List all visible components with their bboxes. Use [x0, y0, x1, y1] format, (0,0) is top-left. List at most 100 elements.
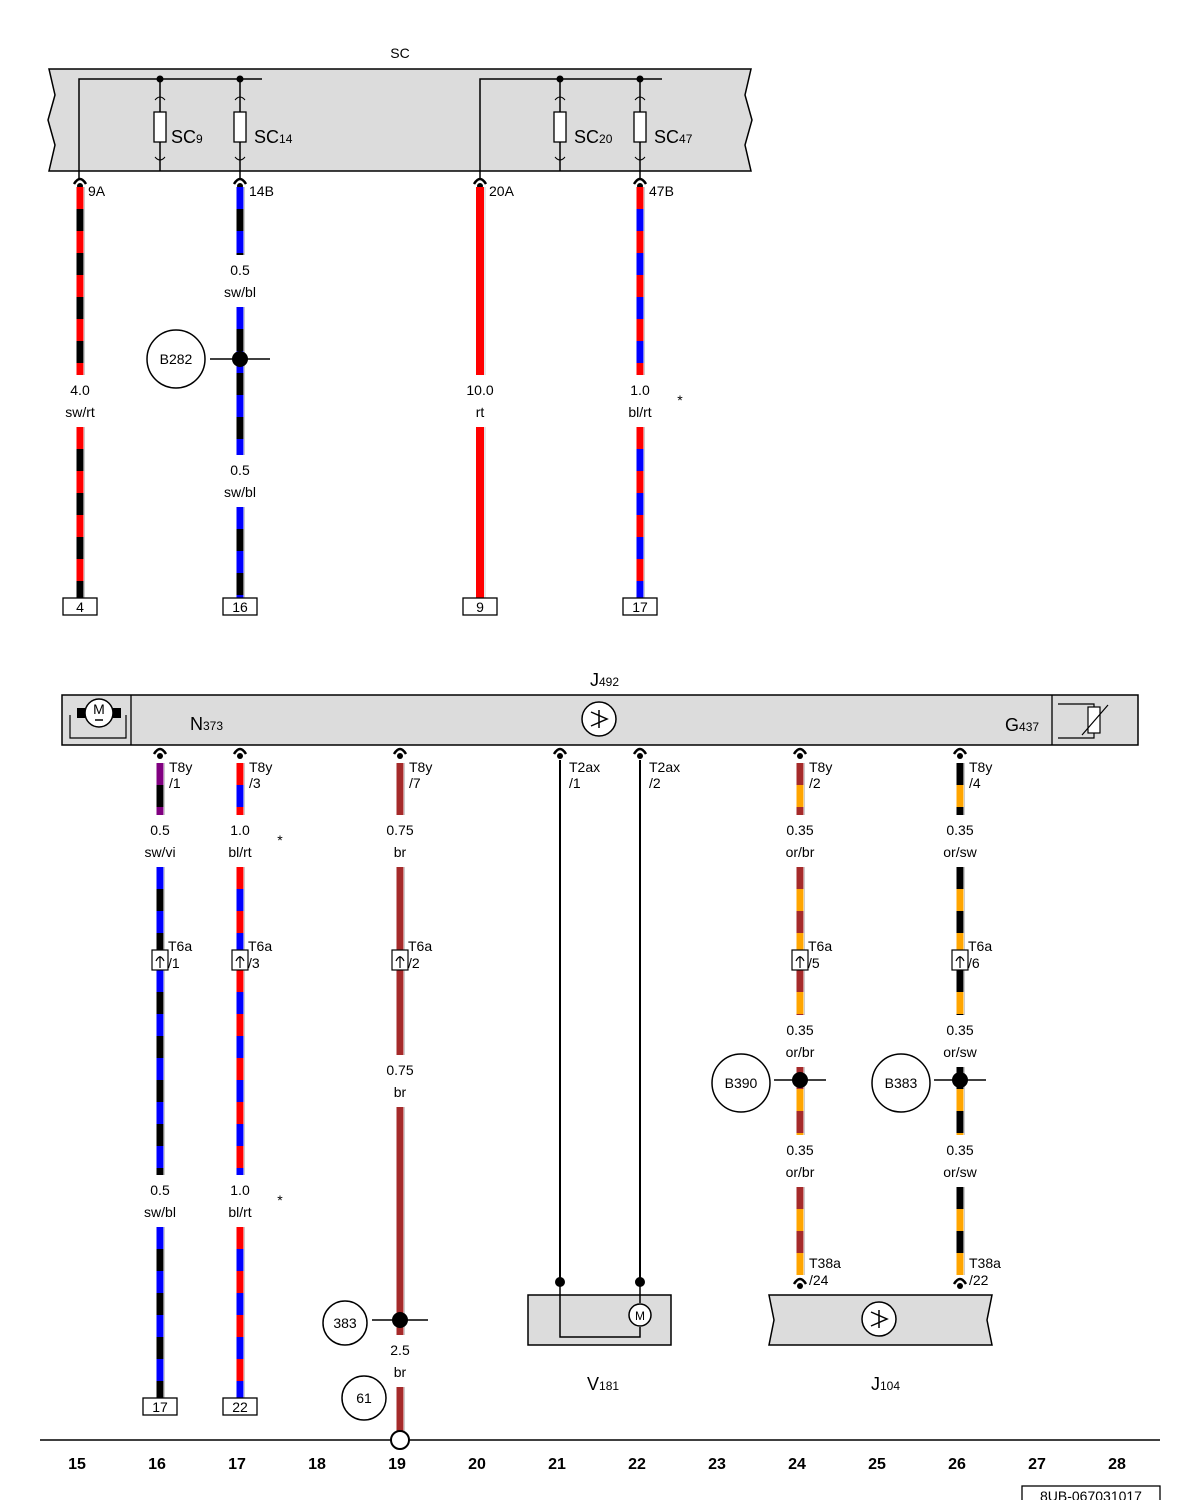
connector-label: T6a: [168, 938, 192, 954]
splice-b282: [146, 329, 206, 389]
wire-color: bl/rt: [228, 844, 251, 860]
motor-icon: M: [628, 1303, 652, 1327]
terminal: [792, 1277, 808, 1289]
pin-label: /2: [649, 775, 661, 791]
column-number: 24: [788, 1456, 806, 1473]
end-ref: 16: [232, 599, 248, 615]
terminal: [952, 747, 968, 759]
wire-color: sw/vi: [144, 844, 175, 860]
wire-size: 2.5: [390, 1342, 410, 1358]
fuse-sc9: [153, 111, 167, 143]
end-ref: 22: [232, 1399, 248, 1415]
pin-label: T8y: [969, 759, 992, 775]
wire-size: 10.0: [466, 382, 493, 398]
connector-t6a: [791, 949, 809, 971]
svg-text:M: M: [635, 1309, 645, 1323]
footnote-marker: *: [277, 832, 283, 848]
pin-label: T8y: [169, 759, 192, 775]
wire-color: or/br: [786, 1044, 815, 1060]
wire-size: 0.35: [946, 1142, 973, 1158]
pin-20a: 20A: [489, 183, 515, 199]
end-ref-box: [142, 1397, 178, 1416]
splice-b383-label: B383: [885, 1075, 918, 1091]
terminal: [952, 1277, 968, 1289]
wire-color: or/sw: [943, 1164, 977, 1180]
end-ref-box: [222, 1397, 258, 1416]
wire-color: bl/rt: [628, 404, 651, 420]
connector-label: /5: [808, 955, 820, 971]
splice-node: [232, 351, 248, 367]
fuse-label-sc20: SC20: [574, 127, 613, 147]
terminal: [232, 747, 248, 759]
wire-color: sw/rt: [65, 404, 95, 420]
control-unit-icon: [861, 1301, 897, 1337]
end-ref: 9: [476, 599, 484, 615]
control-unit-icon: [581, 701, 617, 737]
component-v181: V181: [587, 1374, 619, 1394]
column-number: 26: [948, 1456, 966, 1473]
connector-label: /6: [968, 955, 980, 971]
fuse-label-sc14: SC14: [254, 127, 293, 147]
connector-label: T6a: [248, 938, 272, 954]
column-number: 22: [628, 1456, 646, 1473]
pin-label: /7: [409, 775, 421, 791]
motor-wires: [559, 760, 641, 1282]
wire-size: 0.35: [786, 1022, 813, 1038]
fuse-label-sc9: SC9: [171, 127, 203, 147]
wire-rt: [476, 187, 486, 598]
wire-color: sw/bl: [224, 484, 256, 500]
fuse-label-sc47: SC47: [654, 127, 693, 147]
splice-b282-label: B282: [160, 351, 193, 367]
pin-label: T38a: [969, 1255, 1001, 1271]
end-ref-box: [62, 597, 98, 616]
wire-color: rt: [476, 404, 485, 420]
pin-label: /2: [809, 775, 821, 791]
sensor-icon: [1058, 703, 1109, 739]
bus-junctions: [156, 75, 644, 83]
component-n373: N373: [190, 714, 223, 734]
pin-47b: 47B: [649, 183, 674, 199]
column-number: 16: [148, 1456, 166, 1473]
column-number: 25: [868, 1456, 886, 1473]
fuse-sc47: [633, 111, 647, 143]
wire-sw-bl: [156, 1227, 165, 1398]
wire-bl-rt: [636, 187, 645, 598]
splice-b390-label: B390: [725, 1075, 758, 1091]
column-number: 19: [388, 1456, 406, 1473]
pin-label: T38a: [809, 1255, 841, 1271]
wire-size: 1.0: [230, 822, 250, 838]
component-g437: G437: [1005, 715, 1039, 735]
wire-sw-rt: [76, 187, 85, 598]
wire-color: or/br: [786, 844, 815, 860]
wire-sw-bl: [236, 187, 245, 598]
end-ref-box: [462, 597, 498, 616]
doc-id-box: [1021, 1485, 1161, 1500]
column-number: 17: [228, 1456, 246, 1473]
wire-or-sw: [956, 763, 965, 1275]
end-ref: 17: [632, 599, 648, 615]
splice-b390: [711, 1053, 771, 1113]
wire-color: br: [394, 1364, 407, 1380]
end-ref-box: [622, 597, 658, 616]
splice-b383: [871, 1053, 931, 1113]
pin-label: /24: [809, 1272, 829, 1288]
pin-label: T2ax: [649, 759, 680, 775]
terminal: [792, 747, 808, 759]
column-number: 27: [1028, 1456, 1046, 1473]
fuse-sc14: [233, 111, 247, 143]
connector-t6a: [231, 949, 249, 971]
pin-label: T2ax: [569, 759, 600, 775]
connector-t6a: [391, 949, 409, 971]
ground-point: [390, 1430, 410, 1450]
connector-t6a: [951, 949, 969, 971]
ground-61: [341, 1375, 387, 1421]
connector-label: /2: [408, 955, 420, 971]
wire-size: 0.35: [786, 1142, 813, 1158]
pin-label: /1: [569, 775, 581, 791]
wire-size: 4.0: [70, 382, 90, 398]
column-number: 20: [468, 1456, 486, 1473]
wire-color: br: [394, 1084, 407, 1100]
wire-color: sw/bl: [144, 1204, 176, 1220]
connector-label: T6a: [968, 938, 992, 954]
pin-label: T8y: [809, 759, 832, 775]
